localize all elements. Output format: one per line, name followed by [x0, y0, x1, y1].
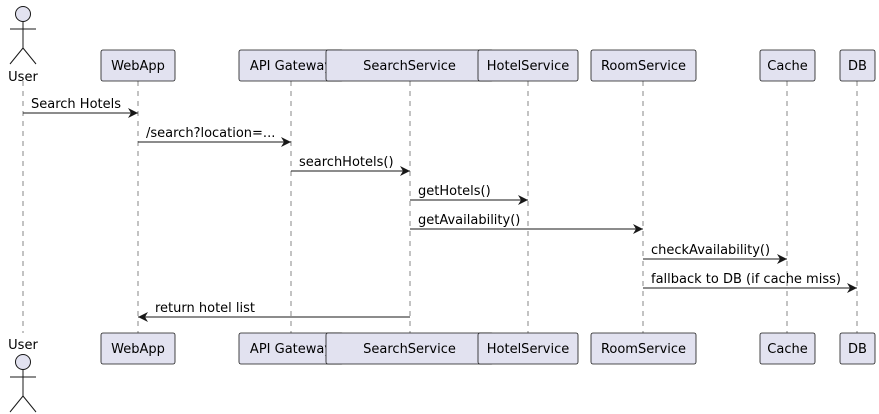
message-8: return hotel list — [138, 301, 410, 322]
message-6: checkAvailability() — [643, 243, 787, 264]
message-label: checkAvailability() — [651, 243, 770, 258]
participant-label: User — [8, 70, 38, 85]
participant-bottom-gateway: API Gateway — [238, 332, 344, 365]
participant-bottom-webapp: WebApp — [100, 332, 176, 365]
participant-label: Cache — [767, 342, 807, 357]
participant-top-hotel: HotelService — [477, 49, 579, 82]
participant-bottom-room: RoomService — [590, 332, 697, 365]
message-label: /search?location=... — [146, 126, 275, 141]
participant-label: WebApp — [111, 342, 165, 357]
participant-label: SearchService — [363, 342, 456, 357]
participant-label: DB — [848, 59, 867, 74]
message-label: searchHotels() — [299, 155, 394, 170]
participant-label: RoomService — [601, 342, 686, 357]
participant-bottom-user: User — [8, 338, 38, 413]
participant-label: HotelService — [487, 59, 569, 74]
participant-bottom-db: DB — [839, 332, 876, 365]
participant-label: Cache — [767, 59, 807, 74]
message-2: /search?location=... — [138, 126, 291, 147]
message-3: searchHotels() — [291, 155, 410, 176]
participant-top-search: SearchService — [325, 49, 494, 82]
actor-icon — [9, 6, 37, 65]
participant-bottom-hotel: HotelService — [477, 332, 579, 365]
message-label: return hotel list — [155, 301, 255, 316]
participant-label: DB — [848, 342, 867, 357]
message-7: fallback to DB (if cache miss) — [643, 272, 857, 293]
message-4: getHotels() — [410, 184, 528, 205]
message-1: Search Hotels — [23, 97, 138, 118]
participant-top-db: DB — [839, 49, 876, 82]
message-label: Search Hotels — [31, 97, 121, 112]
message-label: getAvailability() — [418, 213, 520, 228]
participant-bottom-search: SearchService — [325, 332, 494, 365]
participant-label: User — [8, 338, 38, 353]
participant-label: RoomService — [601, 59, 686, 74]
actor-icon — [9, 354, 37, 413]
message-label: fallback to DB (if cache miss) — [651, 272, 841, 287]
participant-top-webapp: WebApp — [100, 49, 176, 82]
participant-top-cache: Cache — [759, 49, 816, 82]
participant-top-user: User — [8, 6, 38, 85]
participant-label: API Gateway — [250, 342, 332, 357]
participant-label: WebApp — [111, 59, 165, 74]
participant-top-gateway: API Gateway — [238, 49, 344, 82]
participant-label: SearchService — [363, 59, 456, 74]
participant-bottom-cache: Cache — [759, 332, 816, 365]
message-label: getHotels() — [418, 184, 491, 199]
participant-label: API Gateway — [250, 59, 332, 74]
participant-label: HotelService — [487, 342, 569, 357]
message-5: getAvailability() — [410, 213, 643, 234]
participant-top-room: RoomService — [590, 49, 697, 82]
